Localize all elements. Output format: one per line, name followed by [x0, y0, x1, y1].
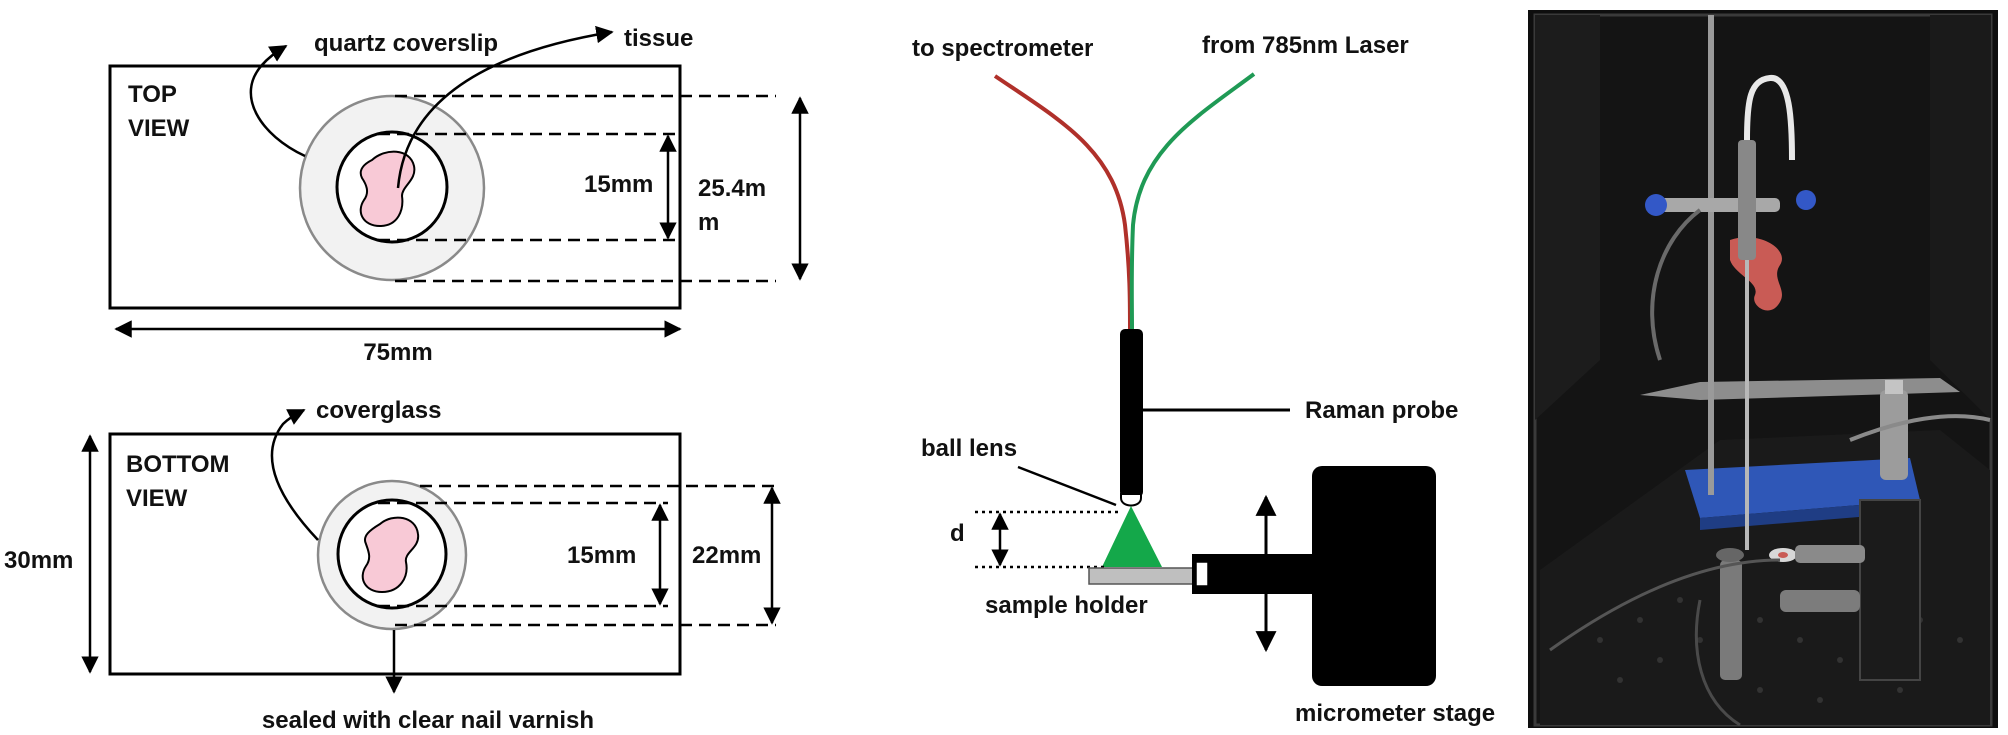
- ball-lens: [1120, 493, 1142, 507]
- quartz-coverslip-pointer: [249, 44, 306, 158]
- from-laser-label: from 785nm Laser: [1202, 32, 1409, 59]
- top-view-slide: [108, 64, 682, 310]
- quartz-coverslip-label: quartz coverslip: [314, 30, 498, 57]
- bottom-tissue-sample: [361, 516, 420, 594]
- top-width-label: 75mm: [363, 339, 432, 366]
- laser-fiber: [1129, 72, 1256, 331]
- bottom-height-label: 30mm: [4, 547, 73, 574]
- sample-holder: [1088, 567, 1205, 585]
- probe-setup-panel: to spectrometer from 785nm Laser Raman p…: [912, 32, 1495, 727]
- stage-connector-inner: [1195, 561, 1209, 587]
- top-view-title-line2: VIEW: [128, 115, 190, 142]
- top-inner-dim-label: 15mm: [584, 171, 653, 198]
- to-spectrometer-label: to spectrometer: [912, 35, 1093, 62]
- top-outer-dim-label-line1: 25.4m: [698, 175, 766, 202]
- ball-lens-pointer: [1017, 465, 1117, 507]
- bottom-view-title-line1: BOTTOM: [126, 451, 230, 478]
- coverglass-label: coverglass: [316, 397, 441, 424]
- sealed-label: sealed with clear nail varnish: [262, 707, 594, 734]
- micrometer-stage-label: micrometer stage: [1295, 700, 1495, 727]
- tissue-label: tissue: [624, 25, 693, 52]
- spectrometer-fiber: [993, 74, 1132, 331]
- top-view-panel: TOP VIEW quartz coverslip tissue 15mm 25…: [108, 25, 809, 366]
- distance-label: d: [950, 520, 965, 547]
- bottom-view-title-line2: VIEW: [126, 485, 188, 512]
- ball-lens-label: ball lens: [921, 435, 1017, 462]
- setup-photograph: [1528, 10, 1998, 728]
- top-view-title-line1: TOP: [128, 81, 177, 108]
- coverglass-pointer: [270, 408, 319, 541]
- bottom-view-panel: BOTTOM VIEW coverglass 15mm 22mm 30mm se…: [4, 397, 781, 734]
- raman-probe: [1120, 329, 1143, 497]
- laser-beam: [1102, 506, 1162, 567]
- sample-holder-label: sample holder: [985, 592, 1148, 619]
- stage-connector: [1192, 554, 1312, 594]
- bottom-outer-dim-label: 22mm: [692, 542, 761, 569]
- top-outer-dim-label-line2: m: [698, 209, 719, 236]
- bottom-inner-dim-label: 15mm: [567, 542, 636, 569]
- tissue-pointer: [396, 25, 614, 189]
- raman-probe-label: Raman probe: [1305, 397, 1458, 424]
- micrometer-stage: [1312, 466, 1436, 686]
